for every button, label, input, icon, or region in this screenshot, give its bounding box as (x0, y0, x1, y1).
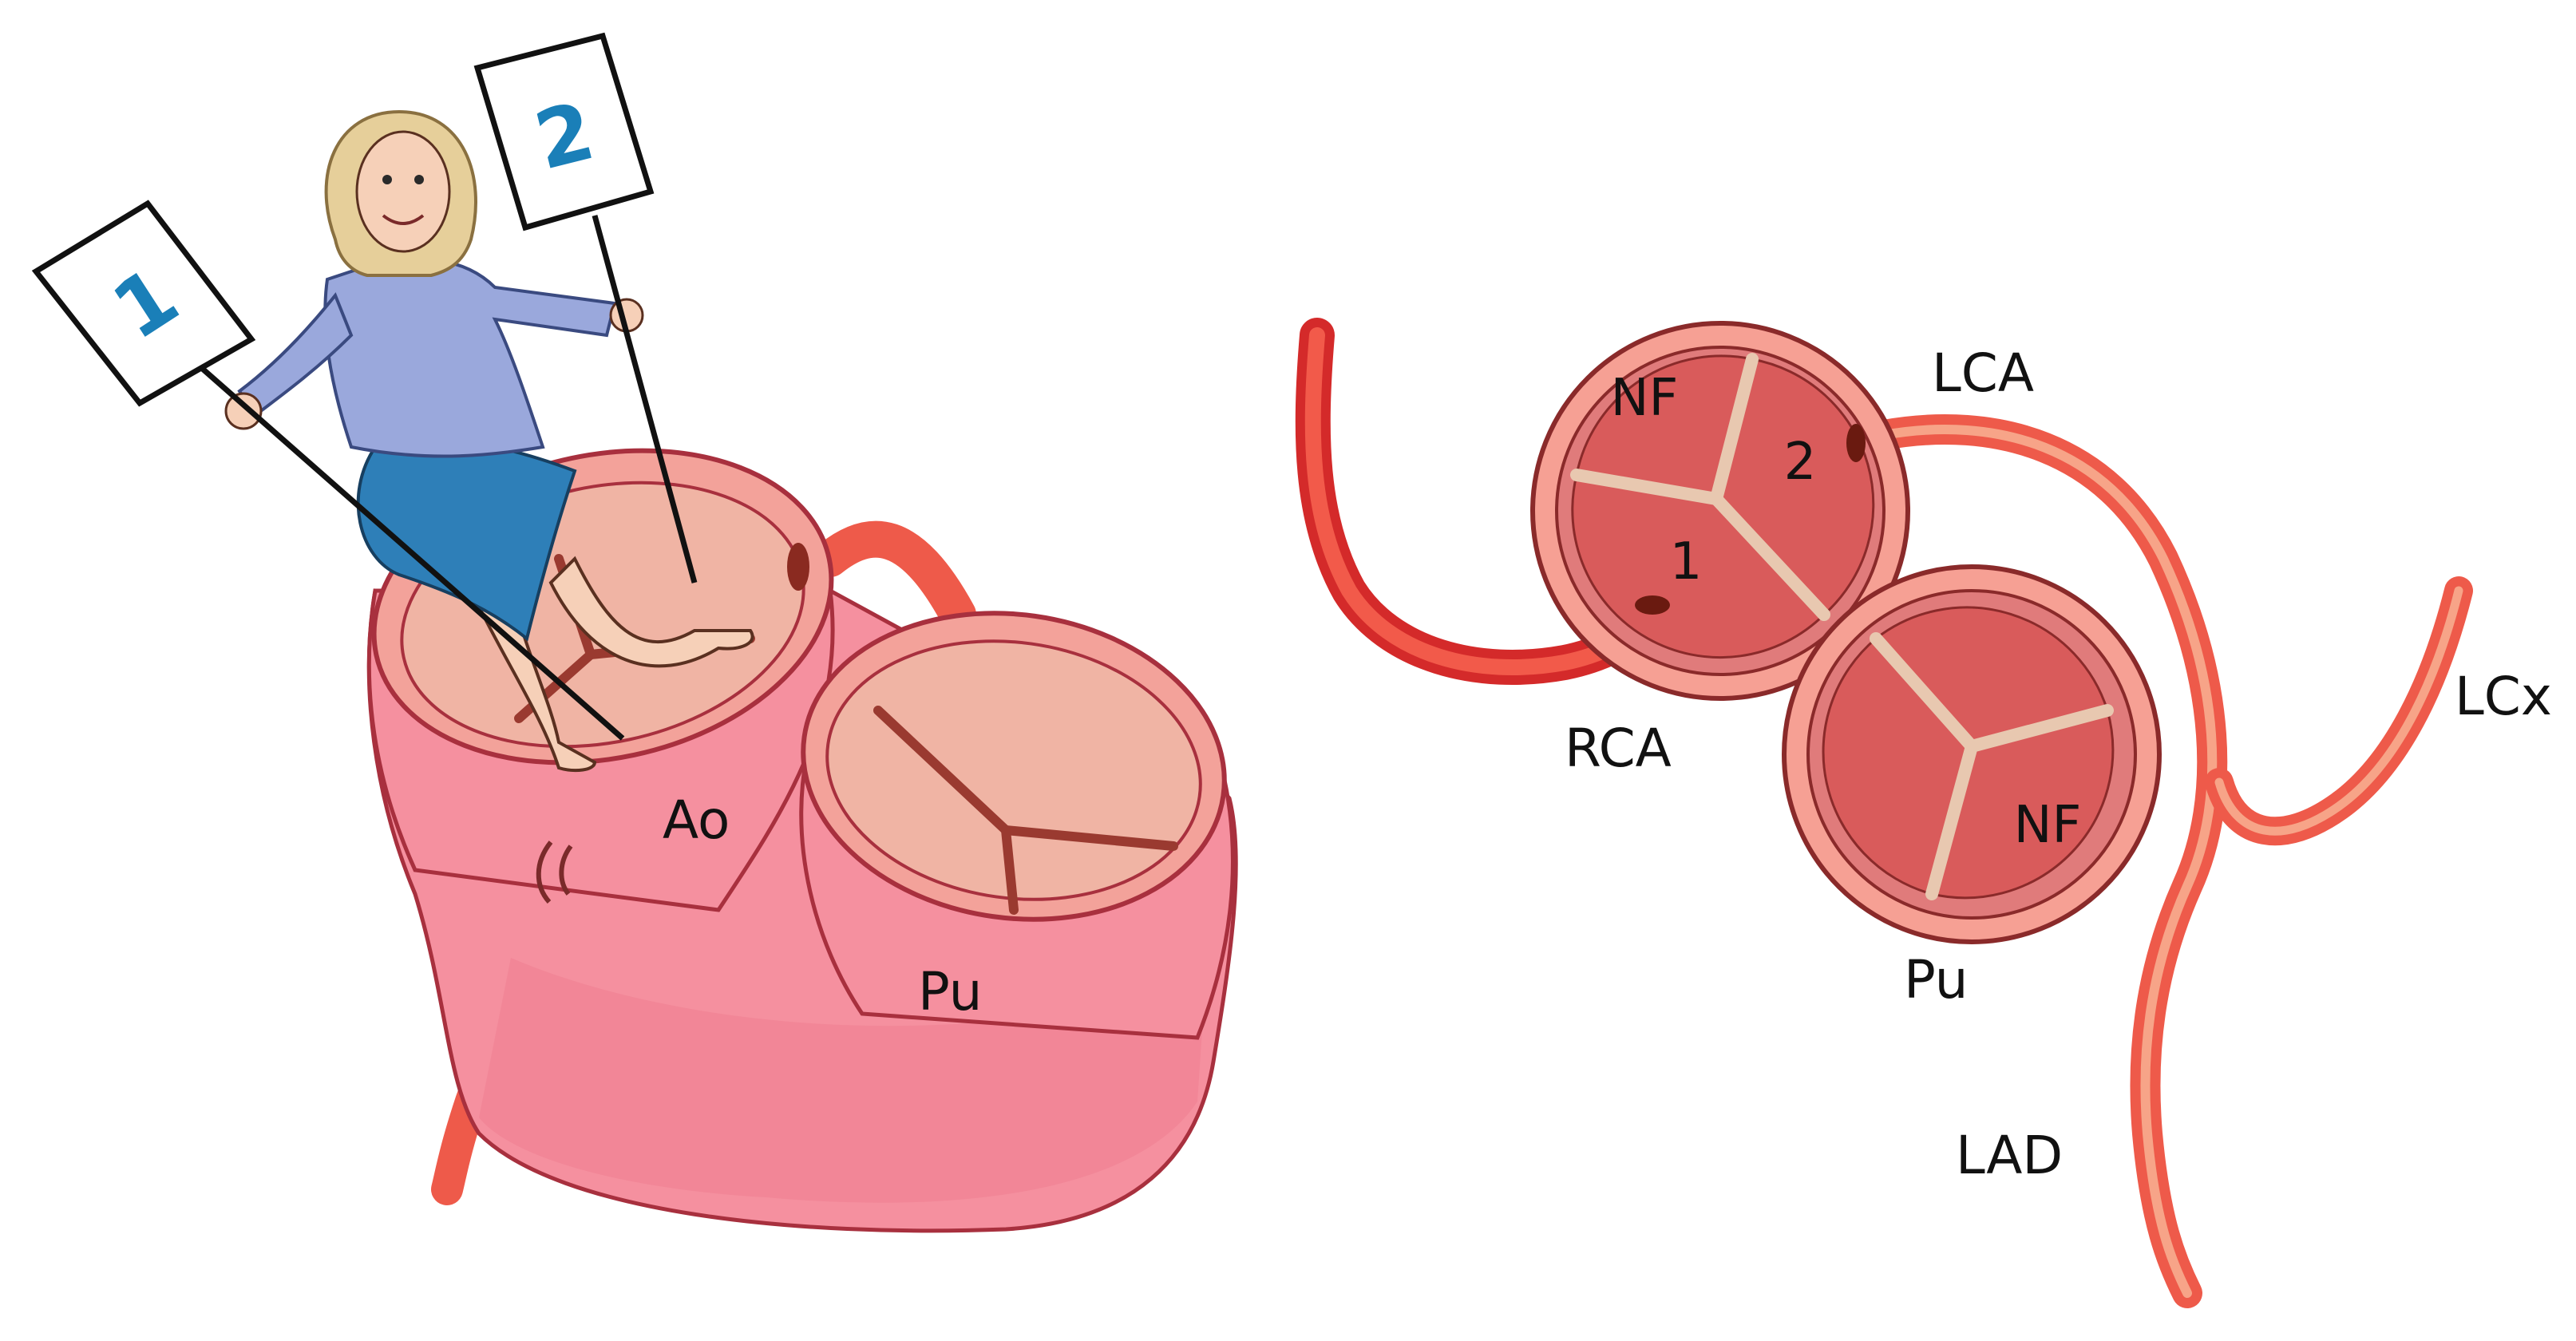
woman-hand-left (224, 392, 263, 430)
aortic-valve-circle: NF 2 1 (1530, 321, 1910, 701)
sign-1-stick (189, 357, 625, 741)
ostium-rca (1635, 595, 1670, 615)
woman-figure (224, 109, 754, 773)
label-pulmonary-right: Pu (1904, 949, 1968, 1011)
aorta-coronary-ostium (787, 543, 809, 591)
sign-1-board (31, 200, 256, 407)
sign-2-board (473, 32, 655, 231)
pulmonary-label-nf: NF (2014, 796, 2082, 855)
label-aorta: Ao (663, 789, 730, 851)
pulmonary-valve-commissures (873, 706, 1178, 915)
right-panel: NF 2 1 NF LCA RCA LCx Pu LAD (1295, 318, 2552, 1308)
motion-marks (536, 841, 573, 904)
sign-2-stick (592, 215, 698, 583)
aortic-label-1: 1 (1670, 532, 1703, 591)
label-rca: RCA (1565, 718, 1672, 779)
label-pulmonary: Pu (918, 961, 982, 1023)
woman-leg-back (548, 556, 754, 668)
pulmonary-leaflet-left (1822, 636, 1973, 896)
pulmonary-leaflet-top-left (1874, 606, 2109, 748)
woman-face (355, 130, 451, 253)
pulmonary-valve-circle: NF (1782, 564, 2162, 944)
pulmonary-leaflet-nf (1930, 709, 2115, 900)
woman-blouse (323, 257, 617, 458)
label-lca: LCA (1932, 342, 2034, 404)
aortic-leaflet-2 (1715, 358, 1875, 617)
aortic-label-nf: NF (1611, 369, 1679, 428)
aortic-commissure-lines (1570, 353, 1830, 621)
coronary-artery-left-top (812, 520, 976, 633)
lcx-vessel (2205, 576, 2473, 846)
woman-smile (382, 214, 425, 225)
ostium-lca (1846, 424, 1866, 462)
pulmonary-lumen (825, 639, 1202, 901)
pulmonary-commissure-lines (1870, 632, 2114, 900)
sign-2: 2 (473, 32, 698, 583)
left-panel: 1 2 Ao Pu (31, 32, 1238, 1233)
aortic-leaflet-nf (1575, 354, 1754, 500)
label-lcx: LCx (2455, 666, 2552, 727)
label-lad: LAD (1956, 1125, 2063, 1186)
aortic-label-2: 2 (1784, 433, 1817, 492)
sign-1: 1 (31, 200, 625, 741)
aortic-leaflet-1 (1571, 473, 1826, 659)
